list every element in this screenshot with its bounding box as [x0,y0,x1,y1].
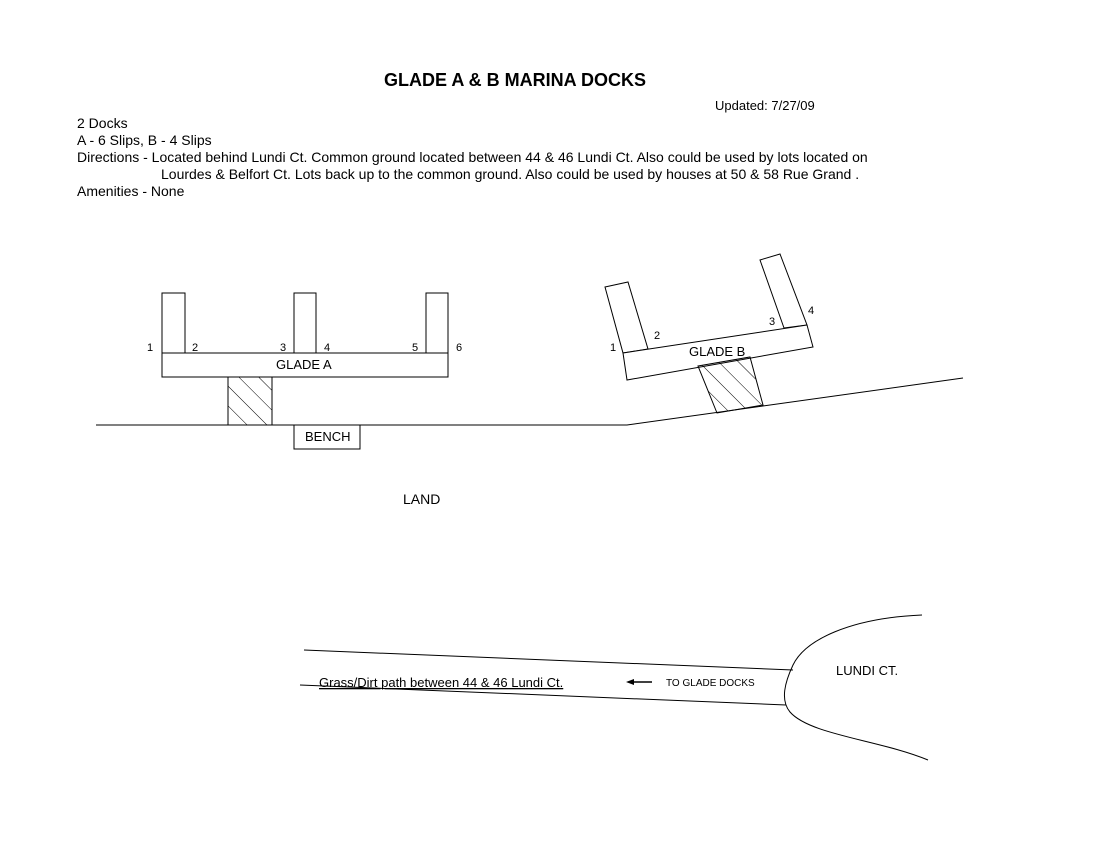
land-label: LAND [403,491,440,507]
path-edge-bottom [299,684,787,706]
lundi-ct-cul-de-sac [783,614,929,761]
updated-date: Updated: 7/27/09 [715,98,815,113]
docks-count: 2 Docks [77,115,128,131]
slip-a-2: 2 [192,342,198,354]
path-edge-top [303,649,794,671]
glade-a-finger [293,292,317,354]
glade-b-dock [604,253,814,414]
glade-a-dock [161,292,449,450]
slip-b-1: 1 [610,342,616,354]
slip-a-5: 5 [412,342,418,354]
bench [293,424,361,450]
glade-a-finger [425,292,449,354]
slip-a-3: 3 [280,342,286,354]
bench-label: BENCH [305,429,351,444]
directions-line-2: Lourdes & Belfort Ct. Lots back up to th… [161,166,860,182]
slips-count: A - 6 Slips, B - 4 Slips [77,132,212,148]
lundi-ct-label: LUNDI CT. [836,663,898,678]
to-docks-label: TO GLADE DOCKS [666,678,755,689]
glade-a-main [161,352,449,378]
glade-b-label: GLADE B [689,344,745,359]
glade-a-ramp [227,376,273,426]
glade-b-finger [759,253,808,329]
slip-a-6: 6 [456,342,462,354]
glade-a-label: GLADE A [276,357,332,372]
slip-b-3: 3 [769,316,775,328]
slip-b-4: 4 [808,305,814,317]
slip-b-2: 2 [654,330,660,342]
slip-a-4: 4 [324,342,330,354]
shoreline [96,377,964,426]
path-label: Grass/Dirt path between 44 & 46 Lundi Ct… [319,675,563,690]
arrow-left-icon [626,679,634,685]
page-title: GLADE A & B MARINA DOCKS [384,70,646,90]
glade-b-ramp [697,356,764,414]
directions-line-1: Directions - Located behind Lundi Ct. Co… [77,149,868,165]
slip-a-1: 1 [147,342,153,354]
glade-a-finger [161,292,186,354]
amenities: Amenities - None [77,183,185,199]
